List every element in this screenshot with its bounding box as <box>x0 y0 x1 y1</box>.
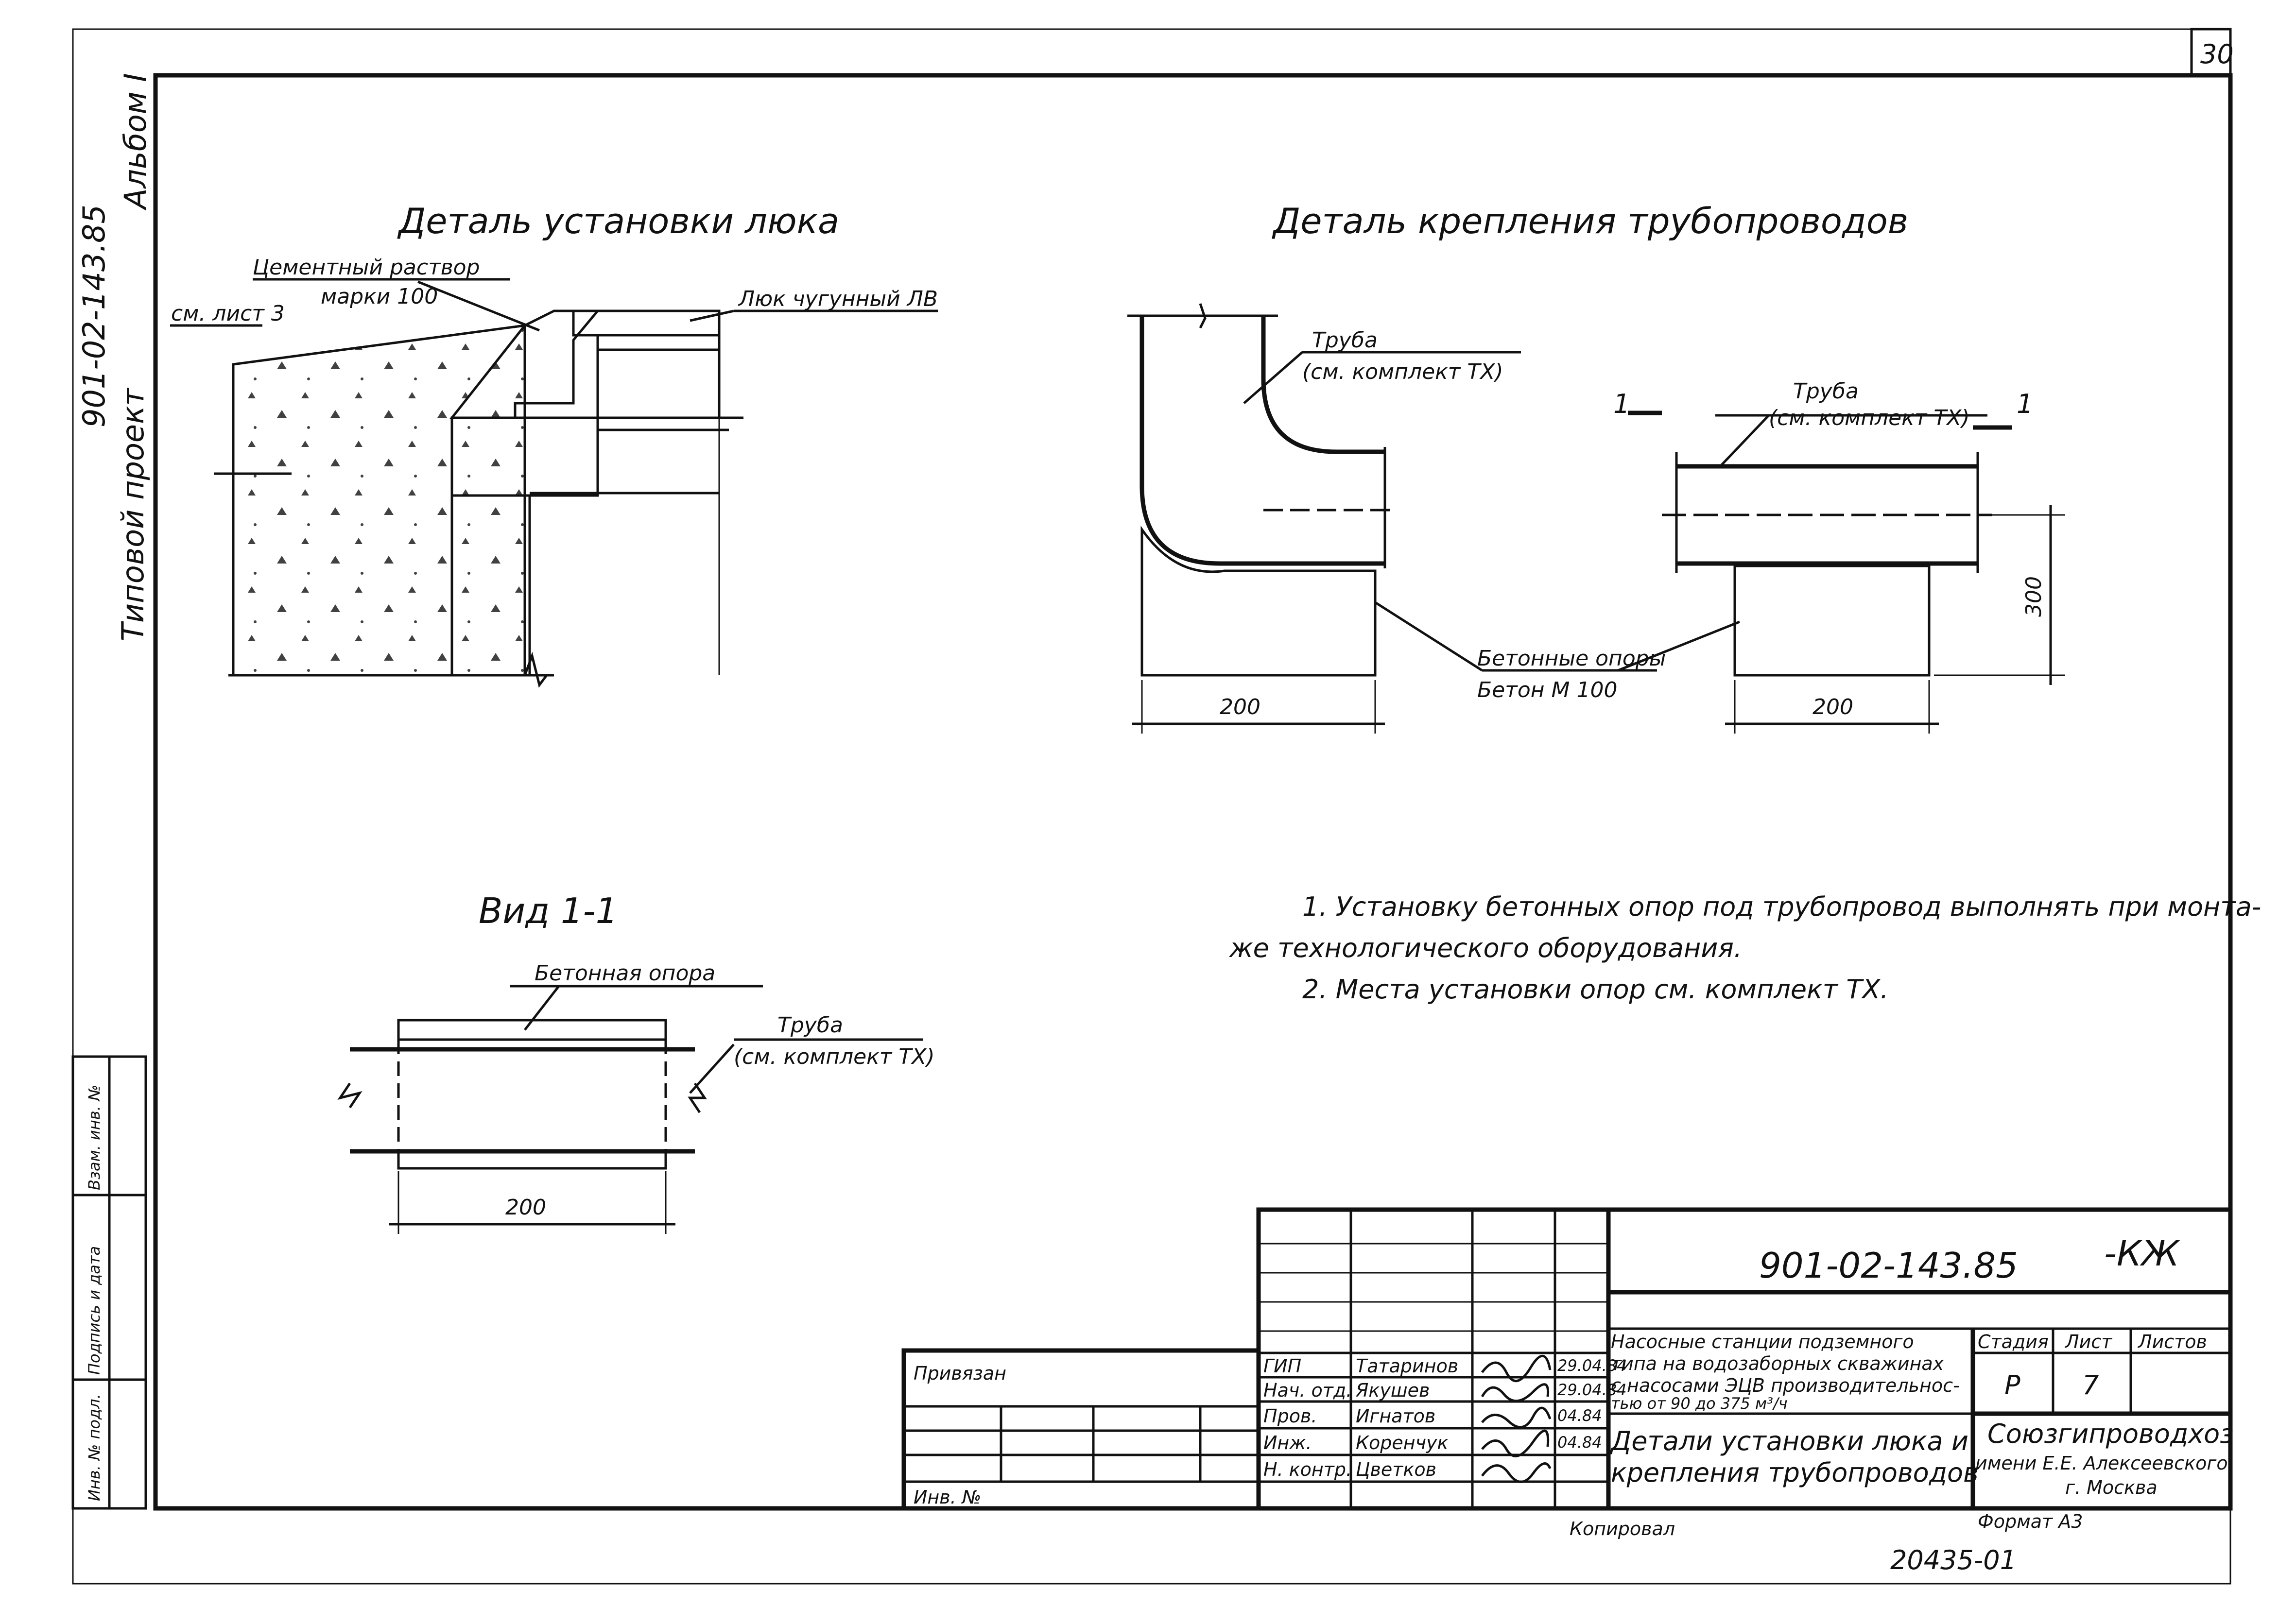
sheet-number: 30 <box>2200 39 2234 69</box>
format: Формат А3 <box>1978 1511 2083 1532</box>
side-designation: 901-02-143.85 <box>76 205 112 427</box>
title-block: Привязан Инв. № ГИП Нач. отд. Пров. Инж.… <box>901 1207 2234 1511</box>
date-0: 29.04.84 <box>1557 1356 1627 1375</box>
stage-header: Стадия <box>1978 1331 2049 1352</box>
sheet-title-1: Детали установки люка и <box>1610 1426 1968 1456</box>
detail-hatch-title: Деталь установки люка <box>397 201 839 241</box>
support-label-2: Бетон М 100 <box>1477 678 1618 702</box>
org-3: г. Москва <box>2065 1477 2158 1498</box>
view-1-1-title: Вид 1-1 <box>479 890 618 931</box>
signature-4 <box>1481 1462 1552 1483</box>
name-2: Игнатов <box>1356 1405 1435 1427</box>
note-1-line-2: же технологического оборудования. <box>1228 933 1742 963</box>
view-dim: 200 <box>505 1195 546 1220</box>
inv-no: Инв. № <box>914 1487 981 1508</box>
tb-designation: 901-02-143.85 <box>1759 1245 2018 1286</box>
stamp-signature-date: Подпись и дата <box>85 1246 104 1375</box>
role-gip: ГИП <box>1263 1355 1301 1377</box>
sheet-value: 7 <box>2082 1370 2099 1401</box>
detail-hatch-drawing: Деталь установки люка Цементный раствор … <box>170 201 938 688</box>
dim-left: 200 <box>1220 695 1260 719</box>
view-1-1-drawing: Вид 1-1 Бетонная опора Труба (см. компле… <box>337 890 935 1234</box>
side-project: Типовой проект <box>115 387 151 641</box>
stamp-vzam-inv: Взам. инв. № <box>85 1085 104 1190</box>
signature-2 <box>1481 1406 1552 1429</box>
signature-3 <box>1481 1430 1550 1457</box>
section-mark-right: 1 <box>2017 389 2033 419</box>
pipe-label-2: (см. комплект ТХ) <box>1302 359 1503 384</box>
name-0: Татаринов <box>1356 1355 1458 1377</box>
project-line-4: тью от 90 до 375 м³/ч <box>1611 1394 1788 1413</box>
label-mortar-1: Цементный раствор <box>253 255 480 280</box>
name-3: Коренчук <box>1356 1432 1449 1453</box>
label-sheet-ref: см. лист 3 <box>171 301 285 326</box>
sheet-title-2: крепления трубопроводов <box>1611 1457 1979 1488</box>
view-pipe-label-1: Труба <box>777 1013 843 1038</box>
support-label-1: Бетонные опоры <box>1477 646 1666 671</box>
notes: 1. Установку бетонных опор под трубопров… <box>1228 891 2261 1005</box>
pipe-label-1: Труба <box>1312 328 1378 353</box>
role-inzh: Инж. <box>1263 1432 1312 1453</box>
signature-0 <box>1481 1354 1552 1383</box>
date-3: 04.84 <box>1557 1433 1602 1452</box>
project-line-3: с насосами ЭЦВ производительнос- <box>1611 1375 1960 1396</box>
project-line-1: Насосные станции подземного <box>1611 1331 1914 1352</box>
view-support-label: Бетонная опора <box>535 961 715 986</box>
left-stamp: Инв. № подл. Подпись и дата Взам. инв. № <box>71 1055 147 1510</box>
detail-pipes-title: Деталь крепления трубопроводов <box>1272 201 1908 241</box>
org-2: имени Е.Е. Алексеевского <box>1975 1453 2228 1474</box>
sheet-header: Лист <box>2064 1331 2113 1352</box>
section-mark-left: 1 <box>1613 389 1630 419</box>
copied-by: Копировал <box>1570 1518 1675 1539</box>
stage-value: Р <box>2004 1370 2020 1401</box>
archive-no: 20435-01 <box>1890 1545 2017 1575</box>
note-2: 2. Места установки опор см. комплект ТХ. <box>1302 974 1889 1005</box>
note-1-line-1: 1. Установку бетонных опор под трубопров… <box>1302 891 2261 922</box>
detail-pipes-drawing: Деталь крепления трубопроводов Труба (см… <box>1127 201 2065 734</box>
date-1: 29.04.84 <box>1557 1381 1627 1399</box>
pipe2-label-1: Труба <box>1793 379 1859 404</box>
date-2: 04.84 <box>1557 1406 1602 1425</box>
name-1: Якушев <box>1355 1380 1430 1401</box>
name-4: Цветков <box>1356 1459 1436 1480</box>
privyazan: Привязан <box>914 1363 1006 1384</box>
sheets-header: Листов <box>2137 1331 2207 1352</box>
tb-mark: -КЖ <box>2104 1233 2181 1274</box>
role-n-kontr: Н. контр. <box>1263 1459 1352 1480</box>
label-mortar-2: марки 100 <box>321 284 438 309</box>
stamp-inv-podl: Инв. № подл. <box>85 1394 104 1501</box>
side-album: Альбом I <box>118 73 153 211</box>
pipe2-label-2: (см. комплект ТХ) <box>1769 406 1970 430</box>
dim-height: 300 <box>2021 576 2046 617</box>
org-1: Союзгипроводхоз <box>1987 1419 2234 1449</box>
role-prov: Пров. <box>1263 1405 1317 1427</box>
sheet-number-box <box>2190 28 2232 77</box>
label-hatch: Люк чугунный ЛВ <box>738 287 938 311</box>
project-line-2: типа на водозаборных скважинах <box>1611 1353 1944 1374</box>
signature-1 <box>1481 1383 1550 1402</box>
view-pipe-label-2: (см. комплект ТХ) <box>734 1044 935 1069</box>
dim-right: 200 <box>1813 695 1853 719</box>
role-nach-otd: Нач. отд. <box>1263 1380 1352 1401</box>
